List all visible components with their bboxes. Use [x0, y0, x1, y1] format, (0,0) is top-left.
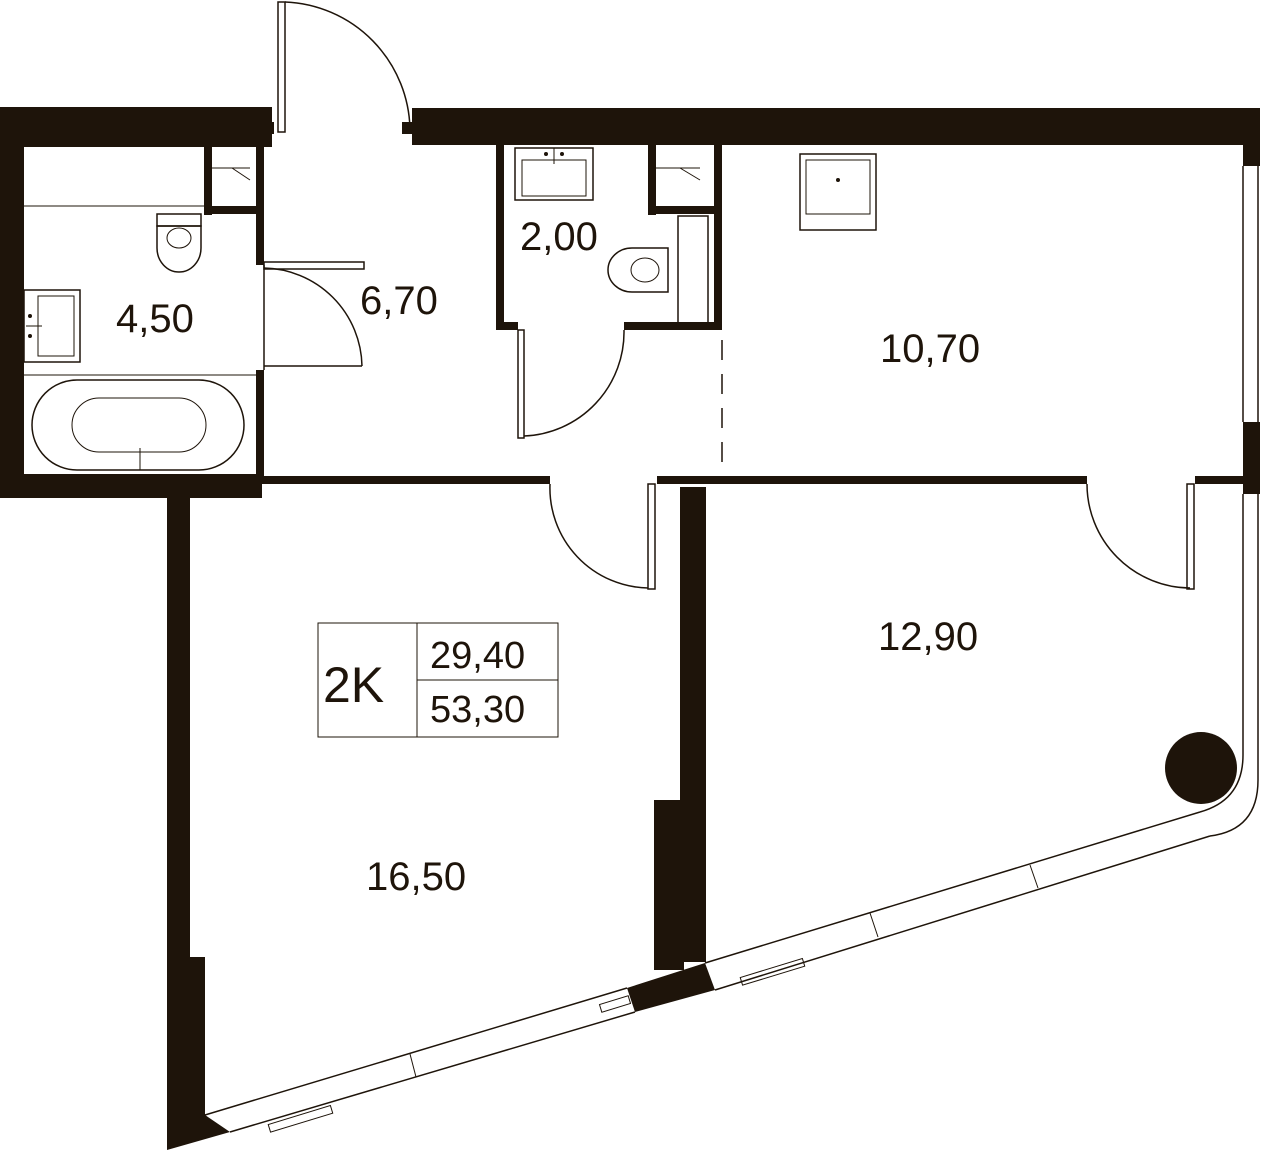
room-area-bathroom: 4,50	[116, 297, 194, 341]
living-area: 29,40	[430, 635, 525, 677]
apartment-type: 2K	[323, 657, 384, 713]
sink-icon	[514, 147, 594, 201]
sink-icon	[23, 289, 81, 363]
room-area-living: 16,50	[366, 855, 466, 899]
room-labels: 4,50 6,70 2,00 10,70 16,50 12,90	[116, 215, 980, 899]
walls	[0, 107, 1260, 1150]
doors	[263, 1, 1195, 590]
toilet-icon	[156, 213, 202, 273]
total-area: 53,30	[430, 689, 525, 731]
bathtub-icon	[24, 374, 256, 471]
fixtures	[23, 147, 877, 471]
room-area-hall: 6,70	[360, 279, 438, 323]
room-area-kitchen: 10,70	[880, 327, 980, 371]
room-area-bedroom: 12,90	[878, 615, 978, 659]
windows	[204, 166, 1259, 1133]
kitchen-sink-icon	[799, 153, 877, 231]
room-area-wc: 2,00	[520, 215, 598, 259]
toilet-icon	[607, 215, 709, 325]
summary-box: 2K 29,40 53,30	[317, 622, 559, 738]
